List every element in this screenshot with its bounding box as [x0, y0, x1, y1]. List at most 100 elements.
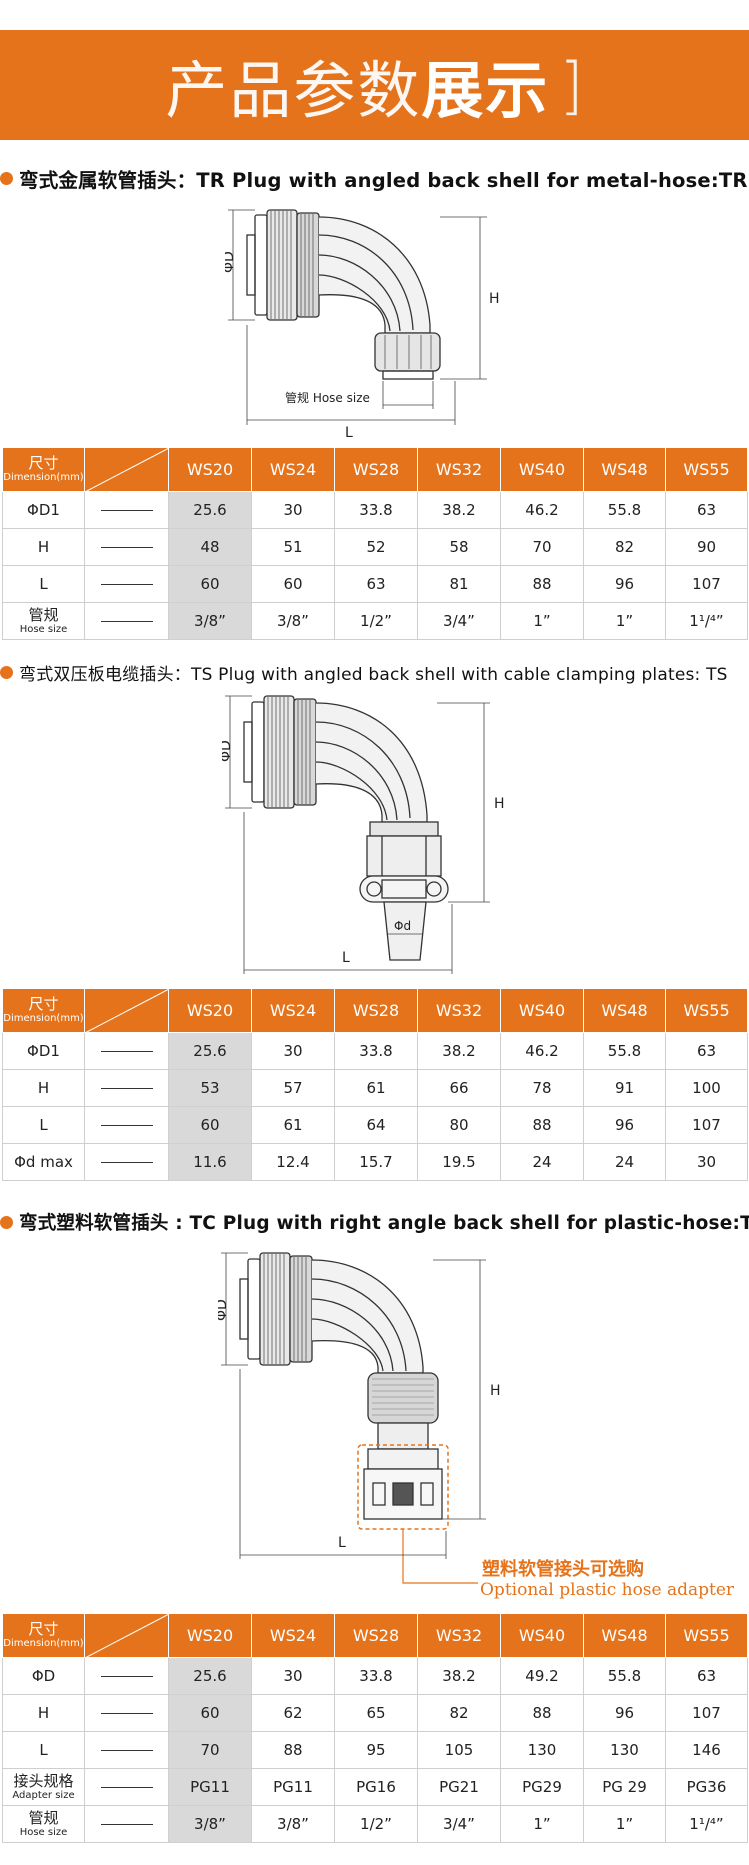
table-cell: 1/2”	[334, 1805, 418, 1843]
column-header: WS28	[334, 1613, 418, 1658]
table-cell: 88	[500, 1106, 584, 1144]
banner-title-light: 产品参数	[165, 54, 422, 127]
row-label-cn: 管规	[28, 1808, 59, 1827]
table-cell: 88	[251, 1731, 335, 1769]
table-cell: 33.8	[334, 1657, 418, 1695]
dash-cell	[84, 1657, 169, 1695]
row-label-en: Hose size	[19, 1826, 68, 1838]
column-header: WS40	[500, 1613, 584, 1658]
dash-cell	[84, 565, 169, 603]
dash-cell	[84, 491, 169, 529]
table-cell: PG16	[334, 1768, 418, 1806]
bullet-dot-icon	[0, 665, 13, 679]
dash-cell	[84, 1106, 169, 1144]
table-row: H 60 62 65 82 88 96 107	[2, 1694, 748, 1732]
table-cell: 38.2	[417, 1657, 501, 1695]
table-cell: 90	[665, 528, 748, 566]
row-label-cn: 接头规格	[13, 1771, 74, 1790]
table-cell: 63	[665, 1657, 748, 1695]
table-row: 接头规格 Adapter size PG11 PG11 PG16 PG21 PG…	[2, 1768, 748, 1806]
table-cell: 105	[417, 1731, 501, 1769]
table-cell: 91	[583, 1069, 666, 1107]
table-cell: 80	[417, 1106, 501, 1144]
section3-drawing: ΦD H L	[218, 1245, 518, 1585]
table-cell: 3/8”	[168, 1805, 252, 1843]
table-cell: 1”	[500, 1805, 584, 1843]
section3-label-h: H	[490, 1383, 501, 1399]
table-cell: 61	[251, 1106, 335, 1144]
table-cell: 60	[251, 565, 335, 603]
table-cell: 38.2	[417, 1032, 501, 1070]
column-header: WS24	[251, 447, 335, 492]
row-label: H	[2, 1694, 85, 1732]
table-cell: PG29	[500, 1768, 584, 1806]
table-cell: 25.6	[168, 1032, 252, 1070]
row-label-cn: 管规	[28, 605, 59, 624]
header-en: Dimension(mm)	[3, 1638, 84, 1649]
column-header: WS40	[500, 988, 584, 1033]
table-cell: 53	[168, 1069, 252, 1107]
table-cell: 51	[251, 528, 335, 566]
table-cell: 96	[583, 1694, 666, 1732]
table-cell: 55.8	[583, 1657, 666, 1695]
table-cell: 46.2	[500, 491, 584, 529]
section3-table: 尺寸 Dimension(mm) WS20 WS24 WS28 WS32 WS4…	[2, 1613, 748, 1843]
table-cell: 96	[583, 1106, 666, 1144]
section3-heading-text: 弯式塑料软管插头 : TC Plug with right angle back…	[19, 1213, 749, 1234]
table-cell: 60	[168, 1694, 252, 1732]
table-cell: 3/8”	[251, 1805, 335, 1843]
row-label: L	[2, 565, 85, 603]
optional-adapter-cn: 塑料软管接头可选购	[482, 1559, 644, 1580]
dash-cell	[84, 1805, 169, 1843]
table-cell: 95	[334, 1731, 418, 1769]
section1-label-hose: 管规 Hose size	[285, 390, 370, 405]
row-label: 管规 Hose size	[2, 1805, 85, 1843]
bullet-dot-icon	[0, 1215, 13, 1229]
table-cell: PG11	[251, 1768, 335, 1806]
table-cell: 82	[583, 528, 666, 566]
table-cell: 25.6	[168, 491, 252, 529]
section3-header-dimension: 尺寸 Dimension(mm)	[2, 1613, 85, 1658]
banner: 产品参数 展示 ]	[0, 30, 749, 140]
table-cell: 70	[168, 1731, 252, 1769]
column-header: WS48	[583, 447, 666, 492]
table-cell: 30	[251, 1657, 335, 1695]
table-cell: 63	[665, 1032, 748, 1070]
section1-label-h: H	[489, 291, 500, 307]
table-cell: 78	[500, 1069, 584, 1107]
table-cell: 1”	[583, 1805, 666, 1843]
column-header: WS48	[583, 988, 666, 1033]
section3-heading: 弯式塑料软管插头 : TC Plug with right angle back…	[0, 1207, 749, 1237]
row-label: 接头规格 Adapter size	[2, 1768, 85, 1806]
bullet-dot-icon	[0, 171, 13, 185]
table-row: H 53 57 61 66 78 91 100	[2, 1069, 748, 1107]
row-label: Φd max	[2, 1143, 85, 1181]
banner-title: 产品参数 展示 ]	[0, 30, 749, 140]
table-cell: 3/8”	[168, 602, 252, 640]
table-cell: 1”	[500, 602, 584, 640]
column-header: WS24	[251, 1613, 335, 1658]
column-header: WS32	[417, 1613, 501, 1658]
banner-title-bold: 展示	[421, 54, 550, 127]
section2-label-h: H	[494, 796, 505, 812]
column-header: WS28	[334, 447, 418, 492]
table-cell: 63	[665, 491, 748, 529]
section1-table: 尺寸 Dimension(mm) WS20 WS24 WS28 WS32 WS4…	[2, 447, 748, 640]
column-header: WS24	[251, 988, 335, 1033]
row-label: ΦD1	[2, 491, 85, 529]
table-cell: 30	[251, 491, 335, 529]
section2-label-l: L	[342, 950, 350, 966]
table-cell: 57	[251, 1069, 335, 1107]
row-label: 管规 Hose size	[2, 602, 85, 640]
row-label: ΦD	[2, 1657, 85, 1695]
table-row: ΦD1 25.6 30 33.8 38.2 46.2 55.8 63	[2, 491, 748, 529]
table-cell: 70	[500, 528, 584, 566]
header-en: Dimension(mm)	[3, 1013, 84, 1024]
section1-header-dimension: 尺寸 Dimension(mm)	[2, 447, 85, 492]
section3-header-diagonal	[84, 1613, 169, 1658]
table-cell: 11.6	[168, 1143, 252, 1181]
section2-table: 尺寸 Dimension(mm) WS20 WS24 WS28 WS32 WS4…	[2, 988, 748, 1181]
table-cell: 81	[417, 565, 501, 603]
table-cell: 12.4	[251, 1143, 335, 1181]
table-cell: 38.2	[417, 491, 501, 529]
